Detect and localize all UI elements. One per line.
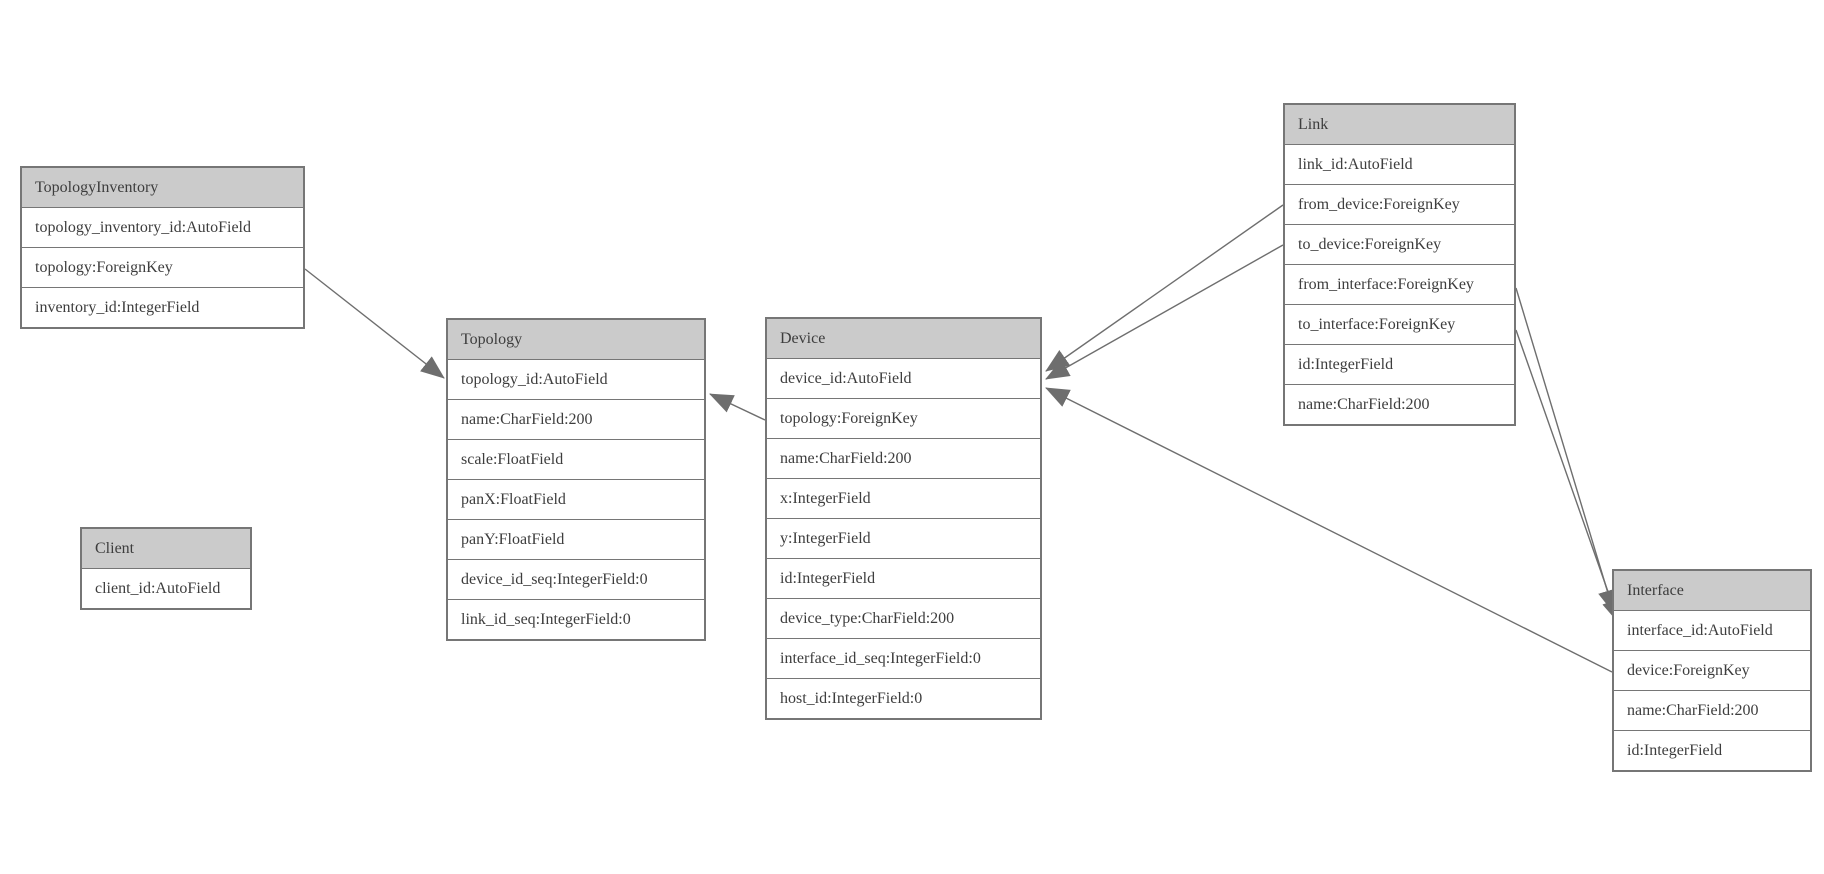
entity-interface[interactable]: Interface interface_id:AutoField device:…	[1612, 569, 1812, 772]
edge-interface-device-to-device	[1045, 387, 1613, 673]
edge-link-from_device-to-device	[1045, 204, 1284, 372]
entity-field: scale:FloatField	[448, 439, 704, 479]
entity-title: TopologyInventory	[22, 168, 303, 207]
edge-link-to_interface-to-interface	[1515, 329, 1621, 624]
entity-field: topology:ForeignKey	[22, 247, 303, 287]
entity-topology[interactable]: Topology topology_id:AutoField name:Char…	[446, 318, 706, 641]
entity-field: inventory_id:IntegerField	[22, 287, 303, 327]
entity-field: to_device:ForeignKey	[1285, 224, 1514, 264]
entity-field: name:CharField:200	[448, 399, 704, 439]
entity-field: link_id_seq:IntegerField:0	[448, 599, 704, 639]
entity-field: link_id:AutoField	[1285, 144, 1514, 184]
entity-client[interactable]: Client client_id:AutoField	[80, 527, 252, 610]
entity-field: id:IntegerField	[1285, 344, 1514, 384]
entity-field: from_interface:ForeignKey	[1285, 264, 1514, 304]
entity-field: device_type:CharField:200	[767, 598, 1040, 638]
entity-field: name:CharField:200	[767, 438, 1040, 478]
entity-device[interactable]: Device device_id:AutoField topology:Fore…	[765, 317, 1042, 720]
entity-field: to_interface:ForeignKey	[1285, 304, 1514, 344]
entity-field: from_device:ForeignKey	[1285, 184, 1514, 224]
entity-topology-inventory[interactable]: TopologyInventory topology_inventory_id:…	[20, 166, 305, 329]
edge-link-from_interface-to-interface	[1515, 287, 1617, 614]
entity-field: topology_id:AutoField	[448, 359, 704, 399]
edge-link-to_device-to-device	[1045, 244, 1284, 380]
entity-field: interface_id_seq:IntegerField:0	[767, 638, 1040, 678]
entity-title: Client	[82, 529, 250, 568]
entity-field: panX:FloatField	[448, 479, 704, 519]
entity-title: Device	[767, 319, 1040, 358]
entity-field: device:ForeignKey	[1614, 650, 1810, 690]
edge-topologyinventory-topology-to-topology	[304, 268, 445, 379]
entity-field: y:IntegerField	[767, 518, 1040, 558]
entity-field: interface_id:AutoField	[1614, 610, 1810, 650]
entity-field: name:CharField:200	[1614, 690, 1810, 730]
entity-field: device_id_seq:IntegerField:0	[448, 559, 704, 599]
entity-field: id:IntegerField	[1614, 730, 1810, 770]
entity-field: id:IntegerField	[767, 558, 1040, 598]
entity-title: Interface	[1614, 571, 1810, 610]
entity-link[interactable]: Link link_id:AutoField from_device:Forei…	[1283, 103, 1516, 426]
entity-field: host_id:IntegerField:0	[767, 678, 1040, 718]
entity-field: x:IntegerField	[767, 478, 1040, 518]
entity-title: Link	[1285, 105, 1514, 144]
entity-field: device_id:AutoField	[767, 358, 1040, 398]
edge-device-topology-to-topology	[709, 393, 766, 421]
entity-field: client_id:AutoField	[82, 568, 250, 608]
entity-field: name:CharField:200	[1285, 384, 1514, 424]
entity-field: panY:FloatField	[448, 519, 704, 559]
entity-field: topology:ForeignKey	[767, 398, 1040, 438]
entity-field: topology_inventory_id:AutoField	[22, 207, 303, 247]
entity-title: Topology	[448, 320, 704, 359]
